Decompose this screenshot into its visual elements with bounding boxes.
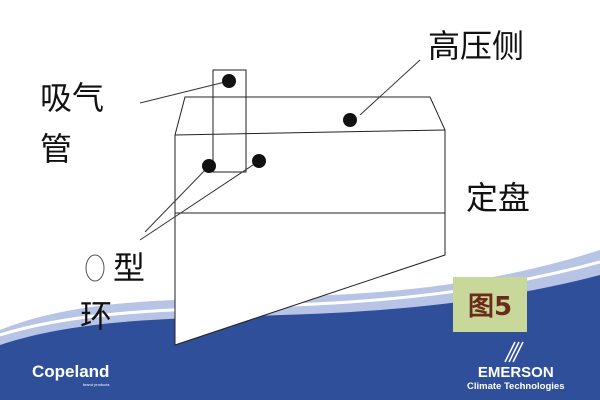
fixed-scroll-label: 定盘 — [466, 179, 531, 217]
suction-pipe-label-2: 管 — [40, 130, 73, 168]
o-ring-dot-right — [252, 154, 266, 168]
figure-label: 图5 — [453, 277, 527, 332]
o-ring-dot-left — [202, 159, 216, 173]
banner-background — [0, 275, 600, 400]
copeland-logo-subtext: brand products — [82, 382, 110, 387]
emerson-logo: EMERSON Climate Technologies — [467, 364, 564, 392]
emerson-logo-icon — [504, 341, 524, 363]
fixed-scroll-outline — [174, 69, 446, 346]
emerson-logo-text: EMERSON — [477, 364, 554, 381]
o-ring-icon — [85, 254, 105, 282]
leader-lines — [139, 59, 421, 241]
o-ring-label-2: 环 — [80, 297, 113, 335]
marker-dots — [202, 74, 357, 173]
copeland-logo: Copeland brand products — [32, 362, 109, 387]
copeland-logo-text: Copeland — [32, 362, 110, 381]
emerson-logo-subtext: Climate Technologies — [467, 381, 565, 392]
high-pressure-dot — [343, 113, 357, 127]
o-ring-label-1: 型 — [113, 249, 146, 287]
high-pressure-label: 高压侧 — [428, 27, 525, 65]
suction-pipe-dot — [222, 74, 236, 88]
suction-pipe-label-1: 吸气 — [40, 79, 105, 117]
